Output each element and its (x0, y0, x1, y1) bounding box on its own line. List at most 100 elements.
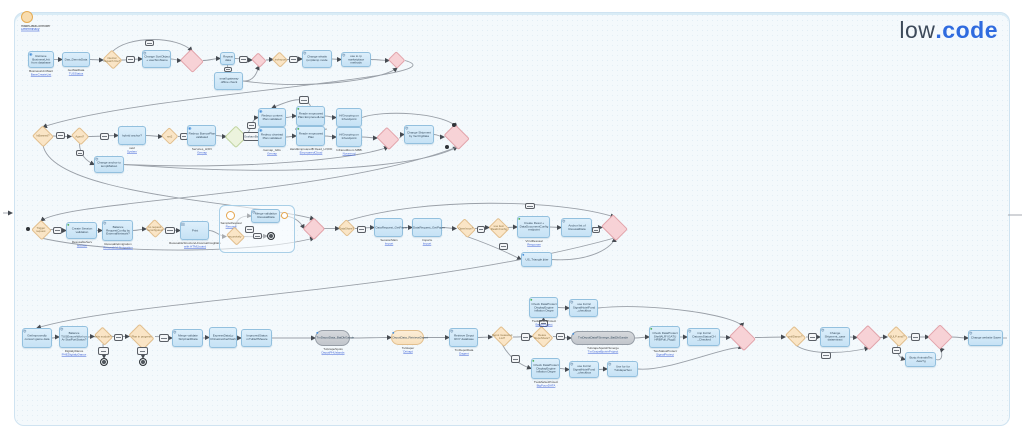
merge-gateway[interactable] (376, 126, 400, 150)
node-sublabel-link[interactable]: EmproaredCloud (299, 151, 322, 155)
edge-marker[interactable] (56, 132, 65, 139)
edge-marker[interactable] (892, 347, 901, 354)
decision-gateway[interactable]: IsBanned? (31, 124, 55, 148)
task-node[interactable]: DataRequest_GetPaper (412, 218, 445, 237)
task-node[interactable]: ◉Redeco BorrowPlan validated (187, 125, 216, 146)
edge-marker[interactable] (114, 334, 123, 341)
task-node[interactable]: DataRequest_GetPaper (374, 218, 407, 237)
node-sublabel-link[interactable]: TmGrapeBpvierProject (587, 350, 619, 354)
node-sublabel-link[interactable]: DepotPHUslands (320, 351, 345, 355)
node-sublabel-link[interactable]: BaseCreateList (30, 73, 52, 77)
task-node[interactable]: ●US_Triangle jitter (521, 252, 552, 267)
intermediate-event[interactable] (281, 212, 288, 219)
merge-gateway[interactable] (302, 217, 326, 240)
edge-marker[interactable] (539, 320, 548, 327)
edge-marker[interactable] (165, 227, 175, 234)
edge-marker[interactable] (239, 56, 248, 63)
edge-marker[interactable] (521, 333, 530, 341)
merge-gateway[interactable] (601, 214, 628, 241)
node-sublabel-link[interactable]: ResusableHImigration (102, 246, 133, 250)
edge-marker[interactable] (247, 122, 256, 129)
end-event[interactable] (100, 358, 108, 366)
task-node[interactable]: ⚙Merge validation ResusalData (251, 209, 280, 223)
edge-marker[interactable] (159, 334, 169, 342)
node-sublabel-link[interactable]: Gervap (196, 151, 207, 155)
decision-gateway[interactable]: im/export (272, 51, 288, 68)
decision-gateway[interactable]: Agent? (70, 127, 89, 146)
node-sublabel-link[interactable]: BatchProject (534, 323, 553, 327)
edge-marker[interactable] (556, 333, 565, 340)
edge-marker[interactable] (224, 67, 232, 72)
task-node[interactable]: ⚙Change Shipment_case dataextract (820, 327, 850, 347)
task-node[interactable]: ⚙Change SortObject + userSimName (142, 50, 171, 68)
task-node[interactable]: ●Check DataProtect DisplayEngine inflati… (529, 297, 558, 318)
decision-gateway[interactable]: DataShare? (338, 219, 356, 238)
node-sublabel-link[interactable]: with HTMLboard (183, 245, 206, 249)
service-pill[interactable]: ●DepotData_RetrieveDepot (391, 330, 427, 345)
call-activity-pill[interactable]: ●TmDepotDataFSmerge_BatDbGande (571, 331, 635, 345)
edge-marker[interactable] (525, 203, 535, 209)
task-node[interactable]: ●Check DataProtect DisplayEngine inflati… (531, 358, 560, 379)
decision-gateway[interactable]: untilDance? (784, 326, 807, 348)
decision-gateway[interactable]: Depot measured List? (491, 326, 514, 348)
task-node[interactable]: ExpressDataLp ChinaAnotherFlash (209, 327, 237, 348)
task-node[interactable]: ⚙Change website Saver (968, 330, 1003, 346)
edge-marker[interactable] (499, 243, 508, 250)
task-node[interactable]: ●Create Session validation (66, 222, 97, 239)
node-sublabel-link[interactable]: System (126, 150, 137, 154)
node-sublabel-link[interactable]: PHEDigitalyDance (61, 353, 86, 357)
task-node[interactable]: ⚙Retrieve Depot ROY database (449, 328, 478, 347)
edge-marker[interactable] (511, 355, 520, 363)
edge-marker[interactable] (137, 347, 148, 355)
decision-gateway[interactable]: use item RealmConfig (488, 217, 509, 238)
task-node[interactable]: ⚙use list fal SignalHotelFund _checkbox (569, 299, 598, 317)
task-node[interactable]: ●Reade emproared Plan EmprenedLine (296, 106, 325, 126)
task-node[interactable]: ImprovedStatus mTuDeffSheare (241, 329, 272, 347)
merge-gateway[interactable] (388, 51, 406, 70)
task-node[interactable]: Bcrip.AnimalsTec AweTg (905, 352, 936, 367)
task-node[interactable]: ⚙use list fal SignalHotelFund _checkbox (569, 361, 599, 378)
task-node[interactable]: H/Grouping on Infoodpoint (336, 127, 362, 147)
merge-gateway[interactable] (443, 123, 471, 151)
node-sublabel-link[interactable]: Drivapt (402, 350, 413, 354)
task-node[interactable]: ⚙imp list fal DatumsStatusCH _Checked (687, 328, 720, 346)
node-sublabel-link[interactable]: IsaUser (76, 244, 87, 248)
node-sublabel-link[interactable]: Dagent (458, 352, 469, 356)
decision-gateway[interactable]: recursively (225, 226, 245, 247)
call-activity-pill[interactable]: ●TmDepotData_BatDbGande (315, 330, 354, 346)
edge-marker[interactable] (98, 347, 109, 355)
task-node[interactable]: ●Check DataProtect ShellALRYGATU HRBPull… (649, 326, 680, 348)
node-sublabel-link[interactable]: Import (384, 242, 393, 246)
task-node[interactable]: ⚙Change Shipment by VerOrgData (404, 125, 434, 144)
merge-gateway[interactable] (729, 324, 756, 351)
decision-gateway[interactable]: delts module? (93, 326, 113, 347)
decision-gateway[interactable]: Reass RepoShare? (531, 325, 554, 348)
edge-marker[interactable] (299, 96, 309, 104)
edge-marker[interactable] (477, 226, 485, 233)
decision-gateway[interactable]: internal dispatch fine? (102, 50, 122, 70)
task-node[interactable]: ◉Redeco content Plan validated (258, 108, 286, 127)
task-node[interactable]: small gateway offline check (214, 72, 243, 90)
task-node[interactable]: ●Reade emproared Plan (296, 126, 325, 146)
task-node[interactable]: ⚙Change anchor to tempMailout (94, 156, 124, 173)
node-sublabel-link[interactable]: Gervap (267, 152, 277, 156)
task-node[interactable]: ⚙Anchor list of ResusalData (561, 218, 592, 237)
task-node[interactable]: Das_DennisData (62, 52, 90, 67)
task-node[interactable]: Repeat data (220, 52, 235, 65)
merge-gateway[interactable] (180, 48, 204, 73)
end-event[interactable] (139, 358, 147, 366)
process-link[interactable]: Determinacy (21, 28, 40, 32)
task-node[interactable]: ⚙Merge validate StripCardData (172, 329, 203, 347)
node-sublabel-link[interactable]: Import (422, 242, 432, 246)
task-node[interactable]: ◉Redeco chartrad Plan validated (258, 127, 286, 147)
edge-marker[interactable] (53, 227, 62, 234)
intermediate-event[interactable] (226, 211, 235, 220)
task-node[interactable]: ⚙Balance RequestConfig by ExternalNetwor… (102, 220, 133, 241)
task-node[interactable]: ⚙Use for for TuGlaperSon (607, 361, 638, 377)
edge-marker[interactable] (253, 233, 262, 239)
merge-gateway[interactable] (927, 324, 953, 350)
decision-gateway[interactable]: net2 (161, 127, 179, 146)
edge-marker[interactable] (76, 150, 84, 156)
task-node[interactable]: hybrid anchor? (118, 126, 146, 145)
decision-gateway[interactable]: no request reconfigured (144, 219, 165, 239)
